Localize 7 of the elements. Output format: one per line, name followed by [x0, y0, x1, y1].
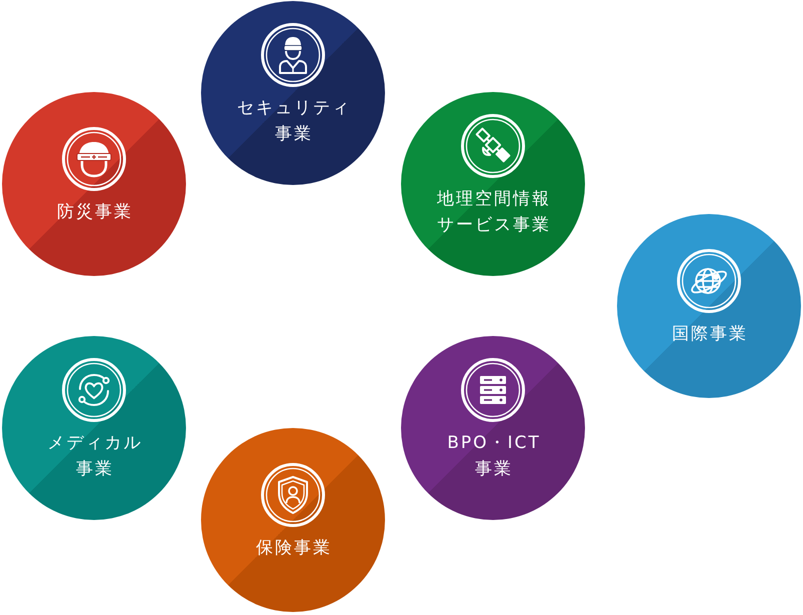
- category-label: メディカル事業: [46, 432, 144, 481]
- category-label: BPO・ICT事業: [446, 432, 542, 481]
- category-label: 地理空間情報サービス事業: [436, 188, 552, 237]
- category-label: 国際事業: [671, 323, 748, 346]
- category-label: セキュリティ事業: [236, 97, 352, 146]
- category-label: 保険事業: [255, 537, 332, 560]
- category-label: 防災事業: [56, 201, 133, 224]
